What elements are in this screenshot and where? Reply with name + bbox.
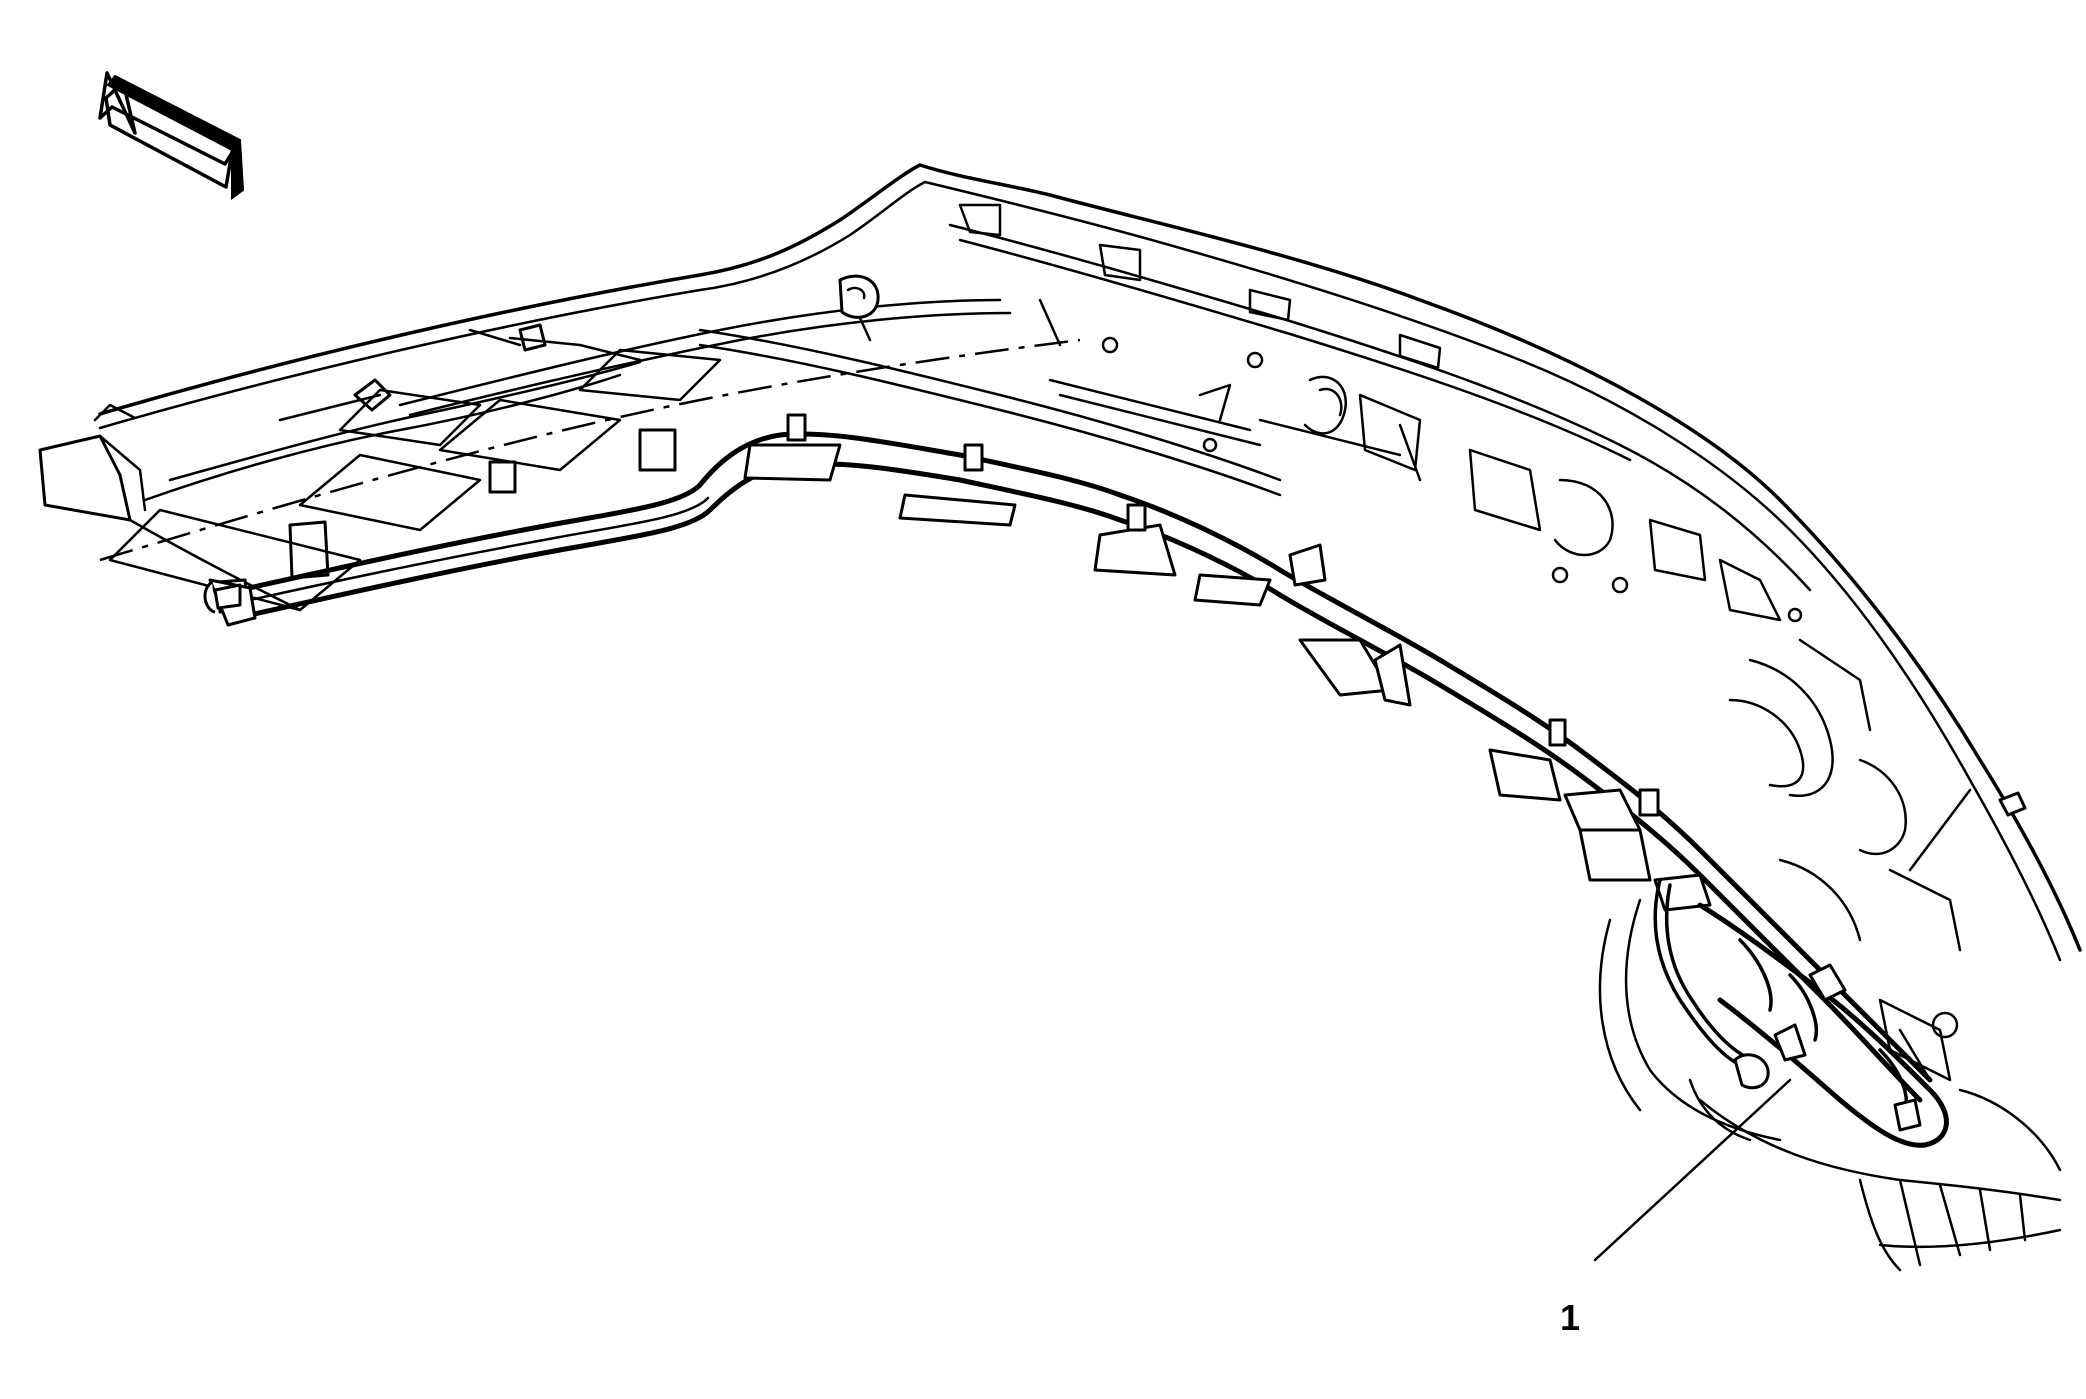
roof-rail-panel [38,163,2082,962]
curtain-airbag-module [203,413,1949,1148]
callout-label: 1 [1560,1297,1580,1338]
roof-structure-details [958,203,2062,1172]
callout-leader-line [1593,1078,1792,1262]
forward-direction-arrow-icon [98,71,245,200]
retaining-clip [838,274,2027,872]
pillar-body-section [1598,898,2062,1272]
installation-guide-line [99,338,1081,562]
callout-1: 1 [1560,1078,1792,1338]
